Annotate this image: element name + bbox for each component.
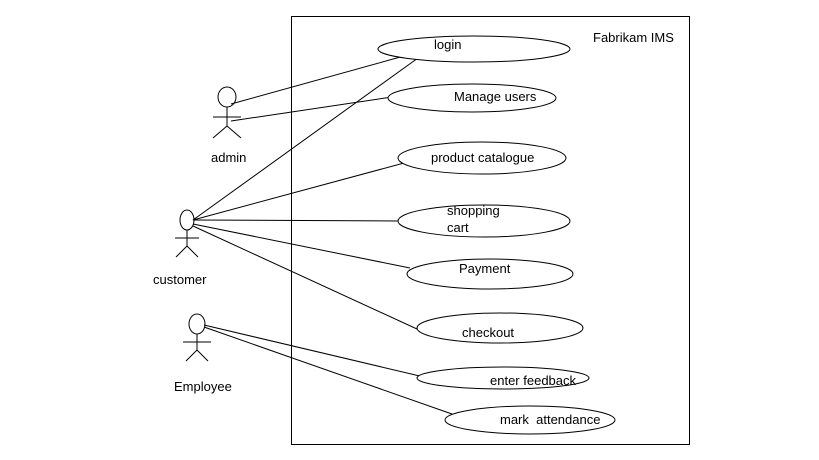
- use-case-enter-feedback-label: enter feedback: [490, 373, 577, 388]
- use-case-payment: Payment: [406, 258, 574, 290]
- association-admin-manage-users: [230, 96, 393, 122]
- association-employee-enter-feedback: [203, 324, 425, 378]
- use-case-manage-users: Manage users: [387, 83, 557, 113]
- association-customer-payment: [192, 223, 411, 269]
- use-case-mark-attendance-label: mark attendance: [500, 412, 600, 427]
- use-case-login-shape: [377, 35, 571, 63]
- association-admin-login: [230, 55, 405, 105]
- actor-employee-leg-right: [196, 349, 209, 362]
- actor-employee-leg-left: [185, 349, 198, 362]
- use-case-shopping-cart-shape: [397, 204, 571, 238]
- actor-admin-leg-right: [226, 125, 242, 139]
- use-case-shopping-cart: shopping cart: [397, 203, 571, 238]
- association-customer-shopping-cart: [192, 219, 399, 222]
- use-case-shopping-cart-label-line2: cart: [447, 220, 469, 235]
- actor-admin-head: [217, 86, 237, 108]
- actor-customer-leg-right: [186, 245, 199, 258]
- use-case-payment-label: Payment: [459, 261, 511, 276]
- associations: [192, 55, 453, 415]
- association-customer-checkout: [192, 225, 431, 336]
- use-case-product-catalogue: product catalogue: [397, 141, 567, 175]
- actor-customer-leg-left: [175, 245, 188, 258]
- system-title: Fabrikam IMS: [593, 30, 674, 45]
- association-employee-mark-attendance: [203, 326, 453, 415]
- use-case-mark-attendance-shape: [444, 405, 616, 435]
- use-case-checkout: checkout: [416, 312, 584, 344]
- actor-admin-label: admin: [211, 150, 246, 165]
- use-case-checkout-shape: [416, 312, 584, 344]
- actor-customer-head: [179, 209, 195, 231]
- use-case-shopping-cart-label-line1: shopping: [447, 203, 500, 218]
- actor-admin-leg-left: [212, 125, 228, 139]
- use-case-login: login: [377, 35, 571, 63]
- use-case-login-label: login: [434, 37, 461, 52]
- use-case-enter-feedback: enter feedback: [416, 366, 590, 390]
- use-case-enter-feedback-shape: [416, 366, 590, 390]
- use-case-manage-users-label: Manage users: [454, 89, 537, 104]
- use-case-product-catalogue-label: product catalogue: [431, 150, 534, 165]
- use-case-checkout-label: checkout: [462, 325, 514, 340]
- actor-employee-head: [188, 313, 206, 335]
- actor-employee-label: Employee: [174, 379, 232, 394]
- actor-employee: Employee: [174, 313, 232, 394]
- actor-customer-label: customer: [153, 272, 207, 287]
- actor-customer: customer: [153, 209, 207, 287]
- use-case-product-catalogue-shape: [397, 141, 567, 175]
- use-case-payment-shape: [406, 258, 574, 290]
- actor-admin: admin: [211, 86, 246, 165]
- system-boundary: [291, 16, 690, 445]
- association-customer-login: [192, 57, 419, 221]
- association-customer-product-catalogue: [192, 162, 405, 221]
- use-case-mark-attendance: mark attendance: [444, 405, 616, 435]
- use-case-manage-users-shape: [387, 83, 557, 113]
